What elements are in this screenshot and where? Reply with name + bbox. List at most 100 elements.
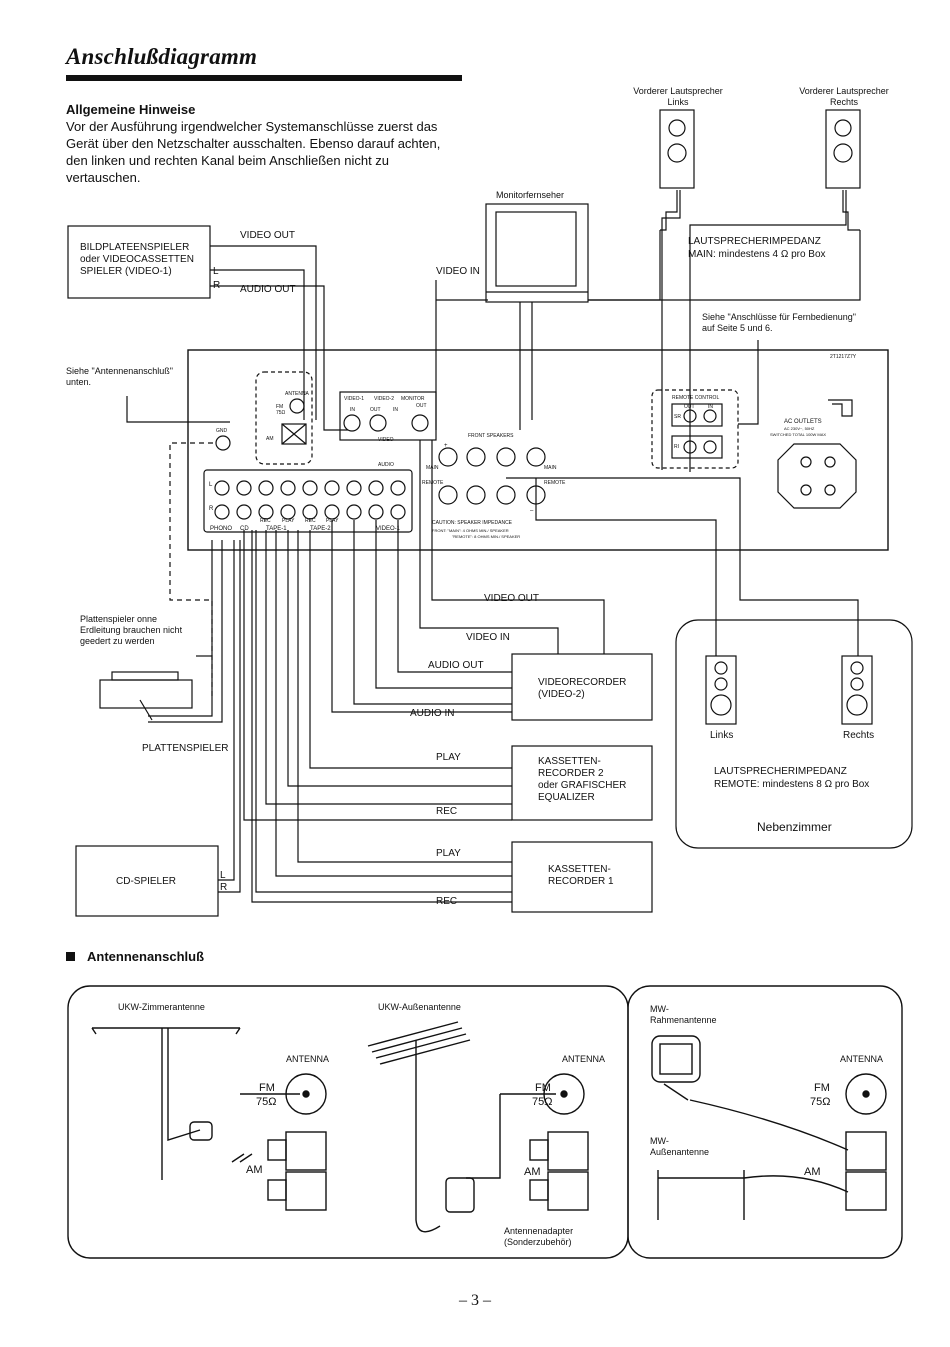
tape1-box <box>511 841 653 913</box>
tape1-rec-label: REC <box>260 518 271 524</box>
front-right-speaker <box>825 109 861 189</box>
video2-out-label: OUT <box>370 407 381 413</box>
front-left-speaker <box>659 109 695 189</box>
audio-l-label: L <box>209 482 213 488</box>
mw-outdoor-label: MW- Außenantenne <box>650 1136 710 1157</box>
ac-spec2: SWITCHED TOTAL 100W MAX <box>770 432 827 437</box>
monitor-tv <box>485 203 589 303</box>
video2-in-label: IN <box>393 407 398 413</box>
cd-r: R <box>220 882 228 893</box>
video1-audio-out: AUDIO OUT <box>240 284 296 295</box>
antenna-adapter-label: Antennenadapter (Sonderzubehör) <box>504 1226 574 1247</box>
remote-right-label: REMOTE <box>544 480 566 486</box>
caution-front: FRONT: "MAIN": 4 OHMS MIN./ SPEAKER <box>432 528 509 533</box>
monitor-video-in: VIDEO IN <box>436 266 480 277</box>
tape1-label: TAPE-1 <box>266 526 287 532</box>
rc-out-label: OUT <box>684 404 695 410</box>
tape1-play: PLAY <box>436 848 461 859</box>
title-rule <box>66 75 462 81</box>
audio-r-label: R <box>209 506 214 512</box>
tape2-rec: REC <box>436 806 458 817</box>
caution-remote: "REMOTE": 8 OHMS MIN./ SPEAKER <box>452 534 521 539</box>
front-impedance-title: LAUTSPRECHERIMPEDANZ <box>688 236 821 247</box>
cd-l: L <box>220 870 226 881</box>
ukw-indoor-label: UKW-Zimmerantenne <box>118 1002 205 1012</box>
video-label: VIDEO <box>378 437 394 443</box>
video1-in-label: IN <box>350 407 355 413</box>
cd-label: CD <box>240 526 249 532</box>
antenna-note: Siehe "Antennenanschluß" unten. <box>66 366 173 387</box>
turntable-label: PLATTENSPIELER <box>142 743 229 754</box>
receiver-model: 2T1217Z7Y <box>830 354 857 360</box>
monitor-jack-label: MONITOR <box>401 396 425 402</box>
am-label-3: AM <box>804 1166 821 1178</box>
remote-impedance-title: LAUTSPRECHERIMPEDANZ <box>714 766 847 777</box>
speaker-minus-label: – <box>530 508 534 514</box>
receiver-rear-panel <box>187 349 889 551</box>
tape1-rec: REC <box>436 896 458 907</box>
monitor-label: Monitorfernseher <box>496 190 565 200</box>
remote-room-label: Nebenzimmer <box>757 820 832 834</box>
remote-impedance-text: REMOTE: mindestens 8 Ω pro Box <box>714 779 870 790</box>
remote-control-label: REMOTE CONTROL <box>672 395 720 401</box>
remote-left-speaker-label: Links <box>710 730 734 741</box>
vcr-box-label: VIDEORECORDER (VIDEO-2) <box>538 677 627 700</box>
antenna-label-2: ANTENNA <box>562 1054 606 1064</box>
main-right-label: MAIN <box>544 465 557 471</box>
tape2-play: PLAY <box>436 752 461 763</box>
am-label-1: AM <box>246 1164 263 1176</box>
am-label-2: AM <box>524 1166 541 1178</box>
fm-label-3: FM <box>814 1082 830 1094</box>
am-terminal-label: AM <box>266 436 274 442</box>
tape2-play-label: PLAY <box>326 518 339 524</box>
caution-label: CAUTION: SPEAKER IMPEDANCE <box>432 520 513 526</box>
fm-label-1: FM <box>259 1082 275 1094</box>
vcr-video-in: VIDEO IN <box>466 632 510 643</box>
remote-left-label: REMOTE <box>422 480 444 486</box>
ac-spec1: AC 230V~, 50HZ <box>784 426 815 431</box>
video1-audio-label: VIDEO-1 <box>376 526 401 532</box>
monitor-out-label: OUT <box>416 403 427 409</box>
video1-jack-label: VIDEO-1 <box>344 396 365 402</box>
tape2-box-label: KASSETTEN- RECORDER 2 oder GRAFISCHER EQ… <box>538 756 627 803</box>
video1-r: R <box>213 280 221 291</box>
video1-l: L <box>213 266 219 277</box>
antenna-section-heading: Antennenanschluß <box>66 949 204 964</box>
phono-label: PHONO <box>210 526 233 532</box>
mw-frame-label: MW- Rahmenantenne <box>650 1004 717 1025</box>
ohm-label-3: 75Ω <box>810 1096 831 1108</box>
tape1-play-label: PLAY <box>282 518 295 524</box>
ohm-label-2: 75Ω <box>532 1096 553 1108</box>
video2-jack-label: VIDEO-2 <box>374 396 395 402</box>
tape2-rec-label: REC <box>305 518 316 524</box>
main-left-label: MAIN <box>426 465 439 471</box>
intro-text: Vor der Ausführung irgendwelcher Systema… <box>66 119 441 185</box>
remote-connection-note: Siehe "Anschlüsse für Fernbedienung" auf… <box>702 312 856 333</box>
front-right-speaker-label: Vorderer Lautsprecher Rechts <box>799 86 889 107</box>
gnd-label: GND <box>216 428 228 434</box>
front-speakers-label: FRONT SPEAKERS <box>468 433 514 439</box>
tape2-box <box>511 745 653 821</box>
cd-player-box <box>75 845 219 917</box>
tape1-box-label: KASSETTEN- RECORDER 1 <box>548 864 614 887</box>
sr-label: SR <box>674 414 681 420</box>
ukw-outdoor-label: UKW-Außenantenne <box>378 1002 461 1012</box>
ac-outlets-label: AC OUTLETS <box>784 419 822 425</box>
vcr-video-out: VIDEO OUT <box>484 593 540 604</box>
rc-in-label: IN <box>708 404 713 410</box>
vcr-box <box>511 653 653 721</box>
antenna-label-1: ANTENNA <box>286 1054 330 1064</box>
fm-label-2: FM <box>535 1082 551 1094</box>
front-left-speaker-label: Vorderer Lautsprecher Links <box>633 86 723 107</box>
intro-heading: Allgemeine Hinweise <box>66 102 196 117</box>
turntable-note: Plattenspieler onne Erdleitung brauchen … <box>80 614 183 646</box>
fm-terminal-label: FM 75Ω <box>276 404 286 416</box>
speaker-plus-label: + <box>444 443 448 449</box>
page-title: Anschlußdiagramm <box>66 44 258 69</box>
video1-video-out: VIDEO OUT <box>240 230 296 241</box>
ohm-label-1: 75Ω <box>256 1096 277 1108</box>
tape2-label: TAPE-2 <box>310 526 331 532</box>
antenna-label: ANTENNA <box>285 391 309 397</box>
vcr-audio-in: AUDIO IN <box>410 708 455 719</box>
